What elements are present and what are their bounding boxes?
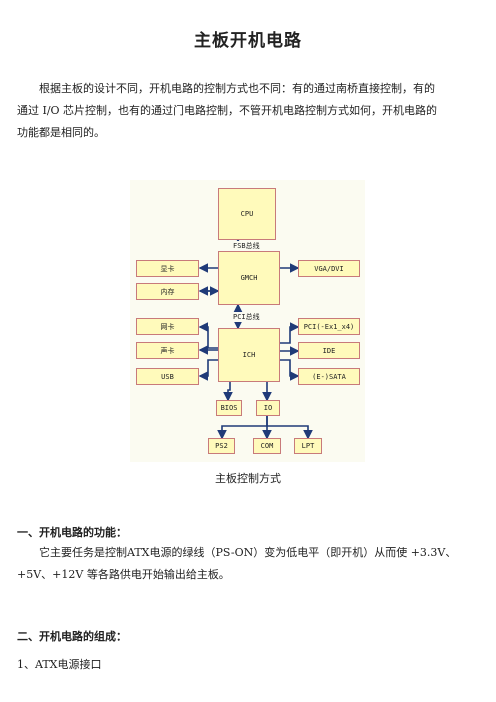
com-box: COM (253, 438, 281, 454)
io-box: IO (256, 400, 280, 416)
section-1-line-2: +5V、+12V 等各路供电开始输出给主板。 (17, 568, 230, 581)
nic-box: 网卡 (136, 318, 199, 335)
diagram-arrows (198, 238, 313, 440)
intro-line-1: 根据主板的设计不同，开机电路的控制方式也不同：有的通过南桥直接控制，有的 (39, 82, 435, 95)
section-2-item-1: 1、ATX电源接口 (17, 658, 102, 671)
intro-line-3: 功能都是相同的。 (17, 126, 105, 139)
pci-slot-box: PCI(-Ex1_x4) (298, 318, 360, 335)
vga-dvi-box: VGA/DVI (298, 260, 360, 277)
ich-box: ICH (218, 328, 280, 382)
section-2-heading: 二、开机电路的组成： (17, 630, 127, 643)
lpt-box: LPT (294, 438, 322, 454)
gpu-card-box: 显卡 (136, 260, 199, 277)
sound-card-box: 声卡 (136, 342, 199, 359)
ide-box: IDE (298, 342, 360, 359)
memory-box: 内存 (136, 283, 199, 300)
figure-caption: 主板控制方式 (215, 472, 281, 485)
ps2-box: PS2 (208, 438, 235, 454)
gmch-box: GMCH (218, 251, 280, 305)
fsb-bus-label: FSB总线 (232, 241, 261, 251)
section-1-heading: 一、开机电路的功能： (17, 526, 127, 539)
section-1-line-1: 它主要任务是控制ATX电源的绿线（PS-ON）变为低电平（即开机）从而使 +3.… (39, 546, 457, 559)
bios-box: BIOS (216, 400, 242, 416)
page-title: 主板开机电路 (194, 31, 302, 51)
usb-box: USB (136, 368, 199, 385)
sata-box: (E-)SATA (298, 368, 360, 385)
cpu-box: CPU (218, 188, 276, 240)
pci-bus-label: PCI总线 (232, 312, 261, 322)
motherboard-diagram: CPU FSB总线 GMCH 显卡 内存 VGA/DVI PCI总线 ICH 网… (130, 180, 365, 462)
intro-line-2: 通过 I/O 芯片控制，也有的通过门电路控制，不管开机电路控制方式如何，开机电路… (17, 104, 438, 117)
